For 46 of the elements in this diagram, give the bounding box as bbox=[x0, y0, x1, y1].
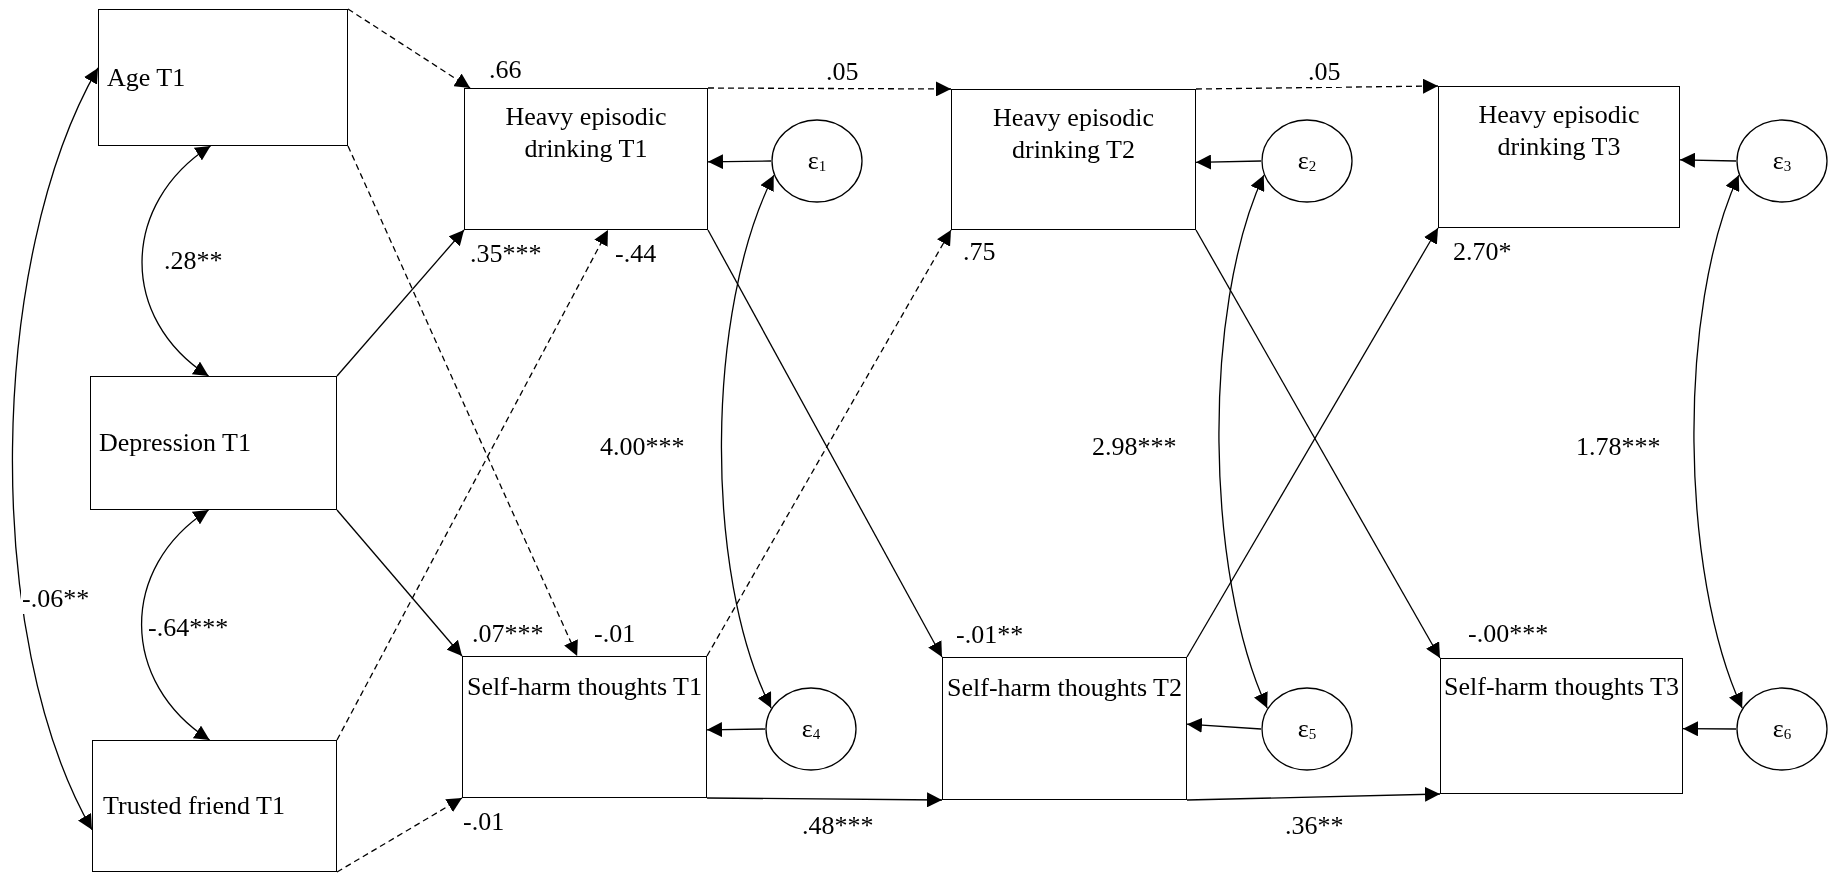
arrow bbox=[1186, 786, 1441, 802]
double-headed-arrow bbox=[11, 67, 99, 831]
arrow bbox=[1195, 154, 1262, 170]
arrow bbox=[347, 8, 471, 89]
arrow bbox=[336, 509, 463, 657]
error-term-label: ε$_{3}$ bbox=[1772, 145, 1792, 177]
arrow bbox=[1195, 78, 1439, 94]
double-headed-arrow bbox=[1693, 174, 1744, 709]
variable-box bbox=[98, 9, 348, 146]
error-term-label: ε$_{6}$ bbox=[1772, 713, 1792, 745]
double-headed-arrow bbox=[1218, 174, 1269, 709]
variable-box bbox=[464, 88, 708, 230]
arrow bbox=[347, 145, 578, 657]
variable-label: Age T1 bbox=[107, 61, 186, 94]
double-headed-arrow bbox=[720, 174, 775, 709]
arrow bbox=[1186, 717, 1262, 733]
variable-label: Depression T1 bbox=[99, 427, 251, 459]
variable-box bbox=[1438, 86, 1680, 228]
variable-box bbox=[1440, 658, 1683, 794]
error-term-label: ε$_{4}$ bbox=[801, 713, 821, 745]
arrow bbox=[1682, 721, 1737, 737]
error-term-label: ε$_{5}$ bbox=[1297, 713, 1317, 745]
arrow bbox=[707, 81, 952, 97]
arrow bbox=[1679, 152, 1737, 168]
arrow bbox=[336, 229, 465, 377]
variable-box bbox=[942, 657, 1187, 800]
arrow bbox=[336, 229, 609, 741]
variable-box bbox=[92, 740, 337, 872]
variable-label: Self-harm thoughts T3 bbox=[1444, 671, 1679, 703]
arrow bbox=[336, 797, 463, 873]
variable-label: Trusted friend T1 bbox=[103, 790, 285, 822]
arrow bbox=[706, 722, 766, 738]
arrow bbox=[706, 792, 943, 808]
variable-box bbox=[462, 656, 707, 798]
double-headed-arrow bbox=[141, 145, 212, 377]
variable-label: Heavy episodic drinking T2 bbox=[992, 102, 1155, 166]
variable-label: Heavy episodic drinking T1 bbox=[504, 101, 668, 165]
error-term-label: ε$_{2}$ bbox=[1297, 145, 1317, 177]
error-term-label: ε$_{1}$ bbox=[807, 145, 827, 177]
variable-label: Self-harm thoughts T1 bbox=[467, 671, 702, 703]
variable-box bbox=[951, 89, 1196, 230]
variable-label: Self-harm thoughts T2 bbox=[947, 672, 1182, 704]
variable-label: Heavy episodic drinking T3 bbox=[1477, 99, 1641, 163]
double-headed-arrow bbox=[140, 509, 211, 741]
arrow bbox=[707, 154, 772, 170]
variable-box bbox=[90, 376, 337, 510]
